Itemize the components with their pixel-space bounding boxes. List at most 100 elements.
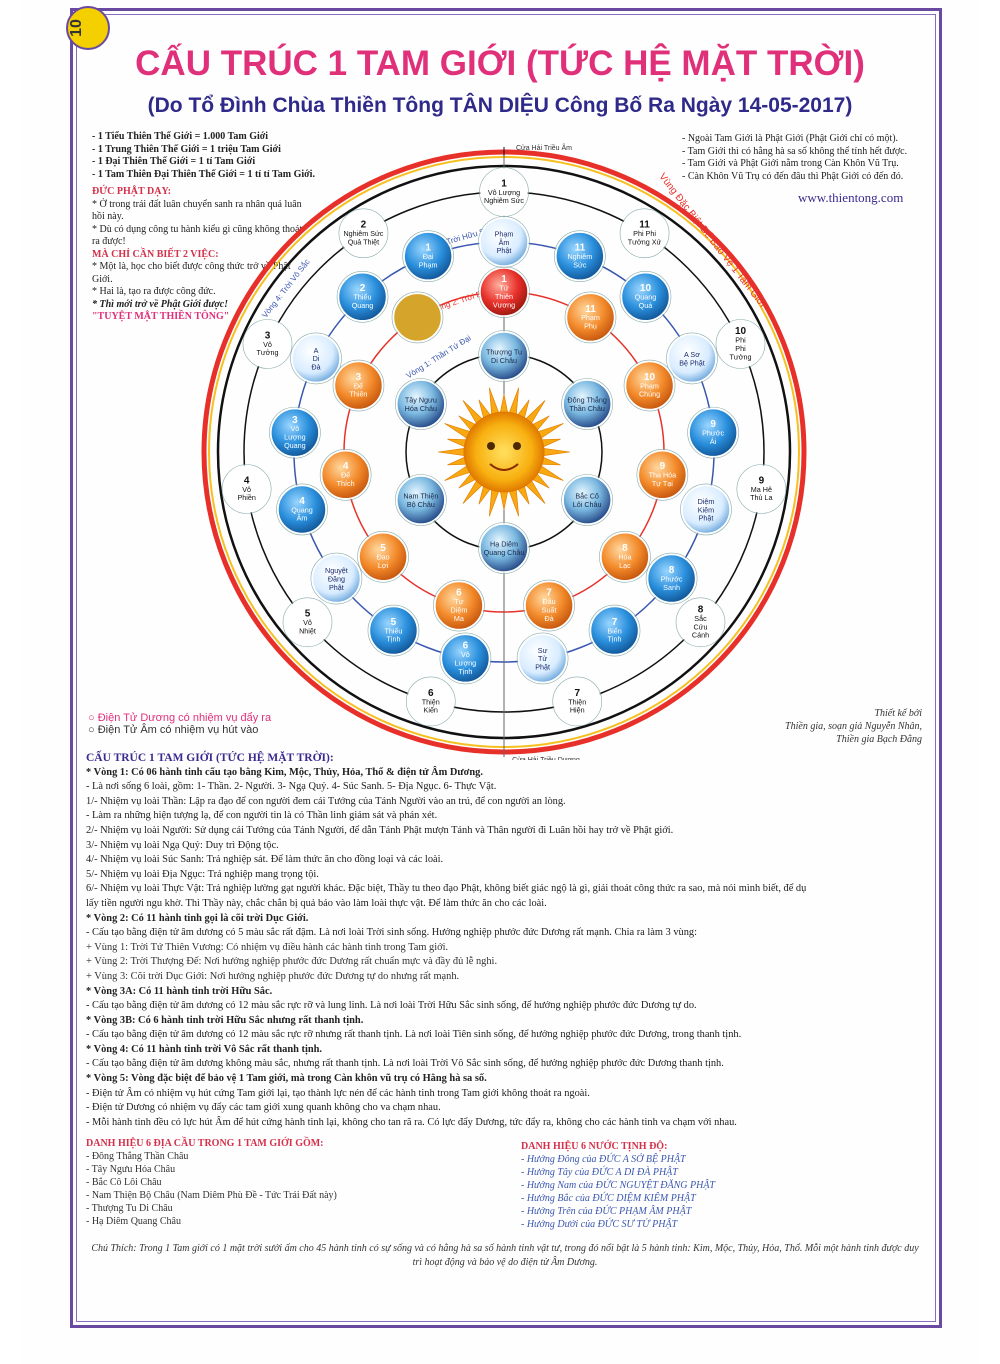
planet-label: Phụ: [584, 322, 597, 331]
planet-ring4: 9Ma HêThủ La: [737, 465, 786, 514]
planet-label: Hóa Châu: [405, 404, 437, 413]
planet-label: Tưởng: [730, 352, 752, 361]
planet-label: Sanh: [663, 583, 680, 592]
planet-ring2: 4ĐếThích: [320, 449, 371, 500]
body-line: 3/- Nhiệm vụ loài Ngạ Quỷ: Duy trì Động …: [86, 839, 926, 854]
planet-label: Thiên: [349, 390, 367, 399]
earth-name: - Hạ Diêm Quang Châu: [86, 1215, 486, 1228]
body-line: * Vòng 2: Có 11 hành tinh gọi là cõi trờ…: [86, 912, 926, 927]
circle-icon: ○: [88, 712, 95, 724]
pure-land-names: DANH HIỆU 6 NƯỚC TỊNH ĐỘ: - Hướng Đông c…: [521, 1140, 851, 1231]
planet-ring2: 5ĐaoLợi: [358, 531, 409, 582]
circle-icon: ○: [88, 724, 95, 736]
ring-5-label: Vùng Đặc Biệt Để Bảo Vệ 1 Tam Giới: [656, 171, 768, 310]
planet-ring3: 9PhướcÁi: [688, 407, 739, 458]
body-line: - Cấu tạo bằng điện tử âm dương có 12 mà…: [86, 999, 926, 1014]
planet-ring4: 2Nghiêm SứcQuả Thiệt: [339, 209, 388, 258]
structure-description: CẤU TRÚC 1 TAM GIỚI (TỨC HỆ MẶT TRỜI): *…: [86, 751, 926, 1130]
body-line: + Vùng 3: Cõi trời Dục Giới: Nơi hưởng n…: [86, 970, 926, 985]
footnote: Chú Thích: Trong 1 Tam giới có 1 mặt trờ…: [90, 1242, 920, 1270]
planet-label: Nghiêm Sức: [484, 196, 524, 205]
body-line: * Vòng 3B: Có 6 hành tinh trời Hữu Sắc n…: [86, 1014, 926, 1029]
earth-names: DANH HIỆU 6 ĐỊA CẦU TRONG 1 TAM GIỚI GỒM…: [86, 1137, 486, 1228]
planet-label: Phật: [699, 514, 714, 523]
planet-label: Tịnh: [458, 667, 472, 676]
planet-label: Sức: [573, 260, 587, 269]
planet-label: Ma: [454, 614, 464, 623]
body-line: lấy tiền người ngu khờ. Thì Thầy này, ch…: [86, 897, 926, 912]
body-line: - Là nơi sống 6 loài, gồm: 1- Thần. 2- N…: [86, 780, 926, 795]
solar-system-diagram: Cửa Hải Triều ÂmCửa Hải Triều DươngVòng …: [0, 0, 1000, 760]
pure-land-name: - Hướng Tây của ĐỨC A DI ĐÀ PHẬT: [521, 1166, 851, 1179]
body-line: 6/- Nhiệm vụ loài Thực Vật: Trả nghiệp l…: [86, 882, 926, 897]
pure-land-name: - Hướng Dưới của ĐỨC SƯ TỬ PHẬT: [521, 1218, 851, 1231]
planet-inner: Bắc CôLôi Châu: [562, 475, 613, 526]
body-line: * Vòng 4: Có 11 hành tinh trời Vô Sắc rấ…: [86, 1043, 926, 1058]
earth-name: - Thượng Tu Di Châu: [86, 1202, 486, 1215]
planet-label: Quang Châu: [484, 548, 525, 557]
planet-label: Kiến: [424, 706, 438, 715]
planet-ring4: 11Phi PhiTưởng Xứ: [620, 209, 669, 258]
planet-label: Quả: [639, 301, 653, 310]
planet-label: Thích: [337, 479, 355, 488]
planet-ring3: 10QuangQuả: [620, 271, 671, 322]
planet-label: Vương: [493, 300, 515, 309]
planet-label: Phật: [497, 246, 512, 255]
planet-ring2: 3ĐếThiên: [333, 360, 384, 411]
planet-label: Tưởng: [257, 348, 279, 357]
planet-ring4: 8SắcCứuCánh: [676, 598, 725, 647]
planet-label: Phiền: [237, 493, 255, 502]
planet-inner: Nam ThiệnBộ Châu: [395, 475, 446, 526]
planet-label: Thủ La: [750, 493, 772, 502]
planet-label: Nhiệt: [299, 626, 316, 635]
planet-label: Quả Thiệt: [348, 237, 379, 246]
pure-land-name: - Hướng Nam của ĐỨC NGUYỆT ĐĂNG PHẬT: [521, 1179, 851, 1192]
body-line: + Vùng 1: Trời Tứ Thiên Vương: Có nhiệm …: [86, 941, 926, 956]
planet-label: Chúng: [639, 390, 660, 399]
body-line: 5/- Nhiệm vụ loài Địa Ngục: Trả nghiệp m…: [86, 868, 926, 883]
body-line: 2/- Nhiệm vụ loài Người: Sử dụng cái Tướ…: [86, 824, 926, 839]
earth-names-heading: DANH HIỆU 6 ĐỊA CẦU TRONG 1 TAM GIỚI GỒM…: [86, 1137, 486, 1150]
planet-label: Tịnh: [386, 635, 400, 644]
earth-name: - Nam Thiện Bộ Châu (Nam Diêm Phù Đề - T…: [86, 1189, 486, 1202]
planet-ring2: 10PhạmChúng: [624, 360, 675, 411]
planet-label: Đà: [311, 363, 320, 372]
planet-label: Đà: [544, 614, 553, 623]
body-line: 4/- Nhiệm vụ loài Súc Sanh: Trả nghiệp s…: [86, 853, 926, 868]
planet-ring4: 10PhiPhiTưởng: [716, 319, 765, 368]
pure-land-name: - Hướng Bắc của ĐỨC DIỆM KIÊM PHẬT: [521, 1192, 851, 1205]
planet-label: Ái: [710, 437, 717, 446]
pure-land-name: - Hướng Đông của ĐỨC A SỞ BỆ PHẬT: [521, 1153, 851, 1166]
planet-ring2: [392, 292, 443, 343]
legend-item-positive: ○ Điện Tử Dương có nhiệm vụ đẩy ra: [88, 712, 271, 724]
earth-name: - Bắc Cô Lôi Châu: [86, 1176, 486, 1189]
pure-land-heading: DANH HIỆU 6 NƯỚC TỊNH ĐỘ:: [521, 1140, 851, 1153]
body-lines: * Vòng 1: Có 06 hành tinh cấu tạo bằng K…: [86, 766, 926, 1131]
planet-ring3: 8PhướcSanh: [646, 553, 697, 604]
planet-ring3: 7BiếnTịnh: [589, 605, 640, 656]
planet-inner: Thượng TuDi Châu: [479, 331, 530, 382]
planet-label: Thần Châu: [569, 404, 605, 413]
planet-ring2: 1TứThiênVương: [479, 267, 530, 318]
planet-label: Lôi Châu: [573, 500, 602, 509]
design-credit: Thiết kế bởi Thiền gia, soạn giả Nguyễn …: [762, 707, 922, 746]
planet-label: Bộ Châu: [407, 500, 435, 509]
body-line: - Làm ra những hiện tượng lạ, để con ngư…: [86, 809, 926, 824]
body-line: - Điện tử Dương có nhiệm vụ đẩy các tam …: [86, 1101, 926, 1116]
planet-ring3: 4QuangÂm: [277, 484, 328, 535]
planet-label: Tự Tại: [652, 479, 673, 488]
planet-ring2: 11PhạmPhụ: [565, 292, 616, 343]
body-line: - Cấu tạo bằng điện tử âm dương có 12 mà…: [86, 1028, 926, 1043]
planet-label: Phật: [535, 663, 550, 672]
earth-name: - Đông Thắng Thần Châu: [86, 1150, 486, 1163]
earth-name: - Tây Ngưu Hóa Châu: [86, 1163, 486, 1176]
